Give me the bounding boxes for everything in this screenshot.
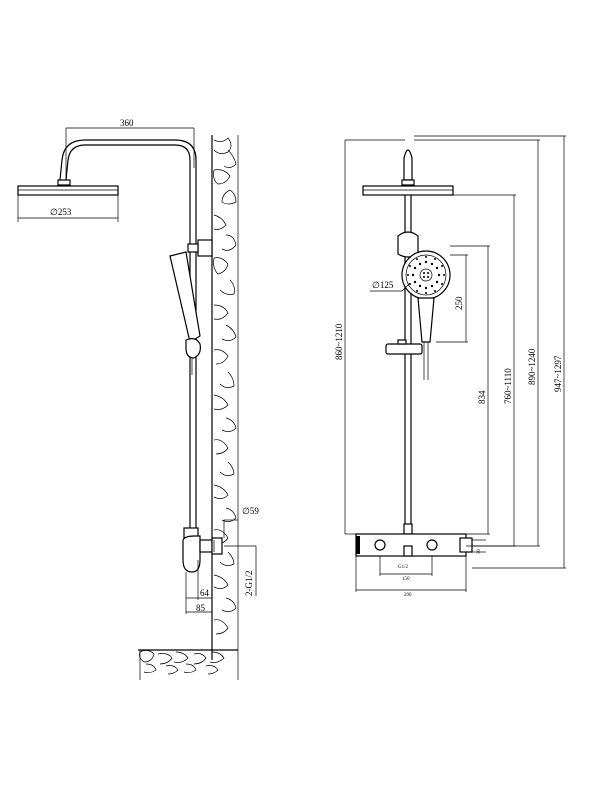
dim-inlet-thread: 2-G1/2 xyxy=(244,571,254,597)
dim-outlet-diameter: ∅59 xyxy=(242,506,259,516)
dim-30: 30 xyxy=(477,549,482,555)
dim-handset-length-line: 250 xyxy=(436,254,468,343)
dim-64: 64 xyxy=(200,588,210,598)
head-shower: ∅253 xyxy=(17,185,119,222)
dim-height-947-1297: 947~1297 xyxy=(553,355,563,392)
front-view: ∅125 250 G1/2 150 xyxy=(334,135,566,598)
dim-projection-lines: 64 85 xyxy=(185,560,213,614)
dim-height-760-1110: 760~1110 xyxy=(503,368,513,404)
hand-shower-side xyxy=(169,251,201,375)
dim-85: 85 xyxy=(196,603,206,613)
mixer-front xyxy=(355,523,473,557)
dim-290: 290 xyxy=(404,593,412,598)
side-view: ∅253 360 xyxy=(17,118,259,680)
dim-inlet-thread-line: 2-G1/2 xyxy=(224,545,257,597)
dim-handset-diameter: ∅125 xyxy=(372,280,394,290)
dim-bottom-lines: G1/2 150 290 30 xyxy=(355,539,486,598)
dim-height-890-1240: 890~1240 xyxy=(527,348,537,385)
dim-head-diameter: ∅253 xyxy=(50,207,72,217)
dim-height-834: 834 xyxy=(477,390,487,404)
dim-arm-length: 360 xyxy=(120,118,134,128)
nozzle-pattern xyxy=(407,256,445,294)
overhead-arm xyxy=(57,139,197,186)
dim-outlet-leader: ∅59 xyxy=(223,506,259,538)
dim-handset-length: 250 xyxy=(454,296,464,310)
hand-shower-front xyxy=(385,250,451,380)
upper-wall-bracket xyxy=(187,239,213,257)
dim-height-860-1210: 860~1210 xyxy=(334,323,344,360)
dim-150: 150 xyxy=(402,577,410,582)
dim-handset-diameter-line: ∅125 xyxy=(370,280,411,292)
dim-arm-length-line: 360 xyxy=(65,118,195,178)
dim-height-lines xyxy=(344,135,566,569)
head-shower-front xyxy=(362,149,454,196)
mixer-side xyxy=(182,527,223,573)
dim-thread-g12: G1/2 xyxy=(398,565,409,570)
